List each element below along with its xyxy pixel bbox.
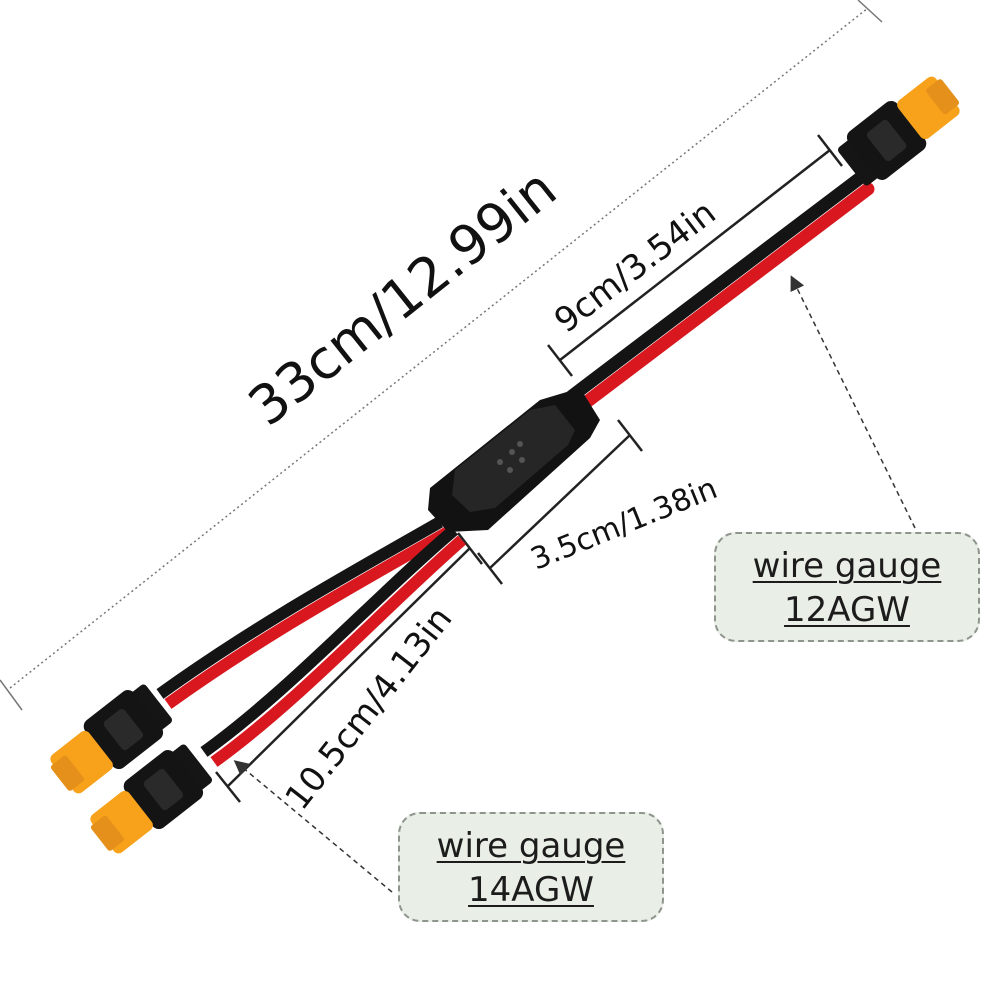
main-gauge-value: 12AGW	[784, 590, 910, 630]
main-wire-gauge-callout: wire gauge 12AGW	[714, 532, 980, 642]
xt60-connector-main	[837, 76, 960, 186]
branch-cable-upper	[156, 516, 451, 709]
branch-gauge-value: 14AGW	[468, 870, 594, 910]
branch-wire-gauge-callout: wire gauge 14AGW	[398, 812, 664, 922]
y-splitter-junction-icon	[428, 388, 600, 532]
branch-gauge-title: wire gauge	[436, 826, 626, 866]
main-cable	[565, 171, 875, 414]
main-cable-dimension: 9cm/3.54in	[547, 134, 843, 377]
main-gauge-title: wire gauge	[752, 546, 942, 586]
total-length-label: 33cm/12.99in	[237, 157, 568, 439]
xt60-connector-branch-1	[50, 684, 173, 794]
splitter-length-label: 3.5cm/1.38in	[526, 471, 722, 578]
branch-cable-lower	[200, 525, 466, 767]
main-gauge-leader	[790, 275, 916, 529]
xt60-connector-branch-2	[90, 744, 213, 854]
branch-gauge-leader	[233, 760, 393, 893]
